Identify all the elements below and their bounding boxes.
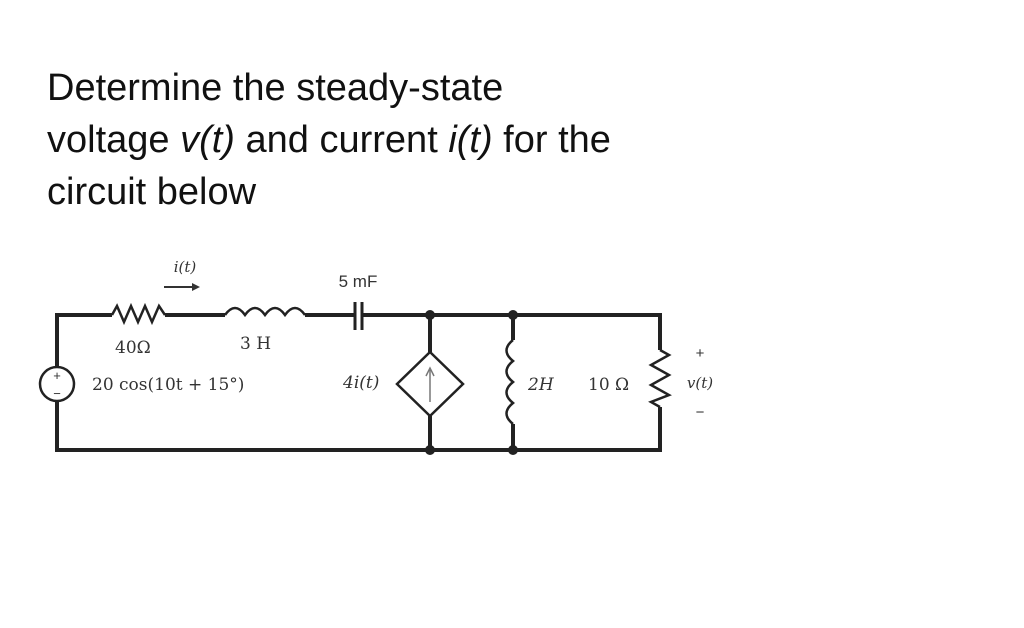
source-label: 20 cos(10t + 15°) (92, 375, 244, 395)
inductor-3h (223, 306, 307, 318)
source-minus: − (53, 386, 61, 401)
wires (55, 313, 662, 452)
voltage-source: + − (38, 365, 76, 403)
resistor-40-ohm (110, 302, 167, 326)
resistor-10-ohm (648, 348, 672, 409)
capacitor-5mf (353, 302, 364, 330)
inductor2-label: 2H (527, 375, 555, 395)
text: for the (492, 119, 611, 161)
v-plus: + (696, 345, 705, 362)
question-line-2: voltage v(t) and current i(t) for the (47, 114, 807, 166)
dependent-current-source (395, 350, 465, 418)
junction-dots (425, 310, 518, 455)
current-var: i(t) (448, 119, 493, 161)
resistor1-label: 40Ω (115, 338, 151, 358)
question-line-1: Determine the steady-state (47, 67, 504, 109)
source-plus: + (53, 368, 61, 383)
current-arrow-icon (164, 283, 200, 291)
v-minus: − (696, 404, 705, 421)
inductor1-label: 3 H (240, 334, 271, 354)
question-text: Determine the steady-state voltage v(t) … (47, 62, 807, 218)
inductor-2h (505, 339, 515, 425)
text: voltage (47, 119, 181, 161)
resistor2-label: 10 Ω (588, 375, 629, 395)
capacitor-label: 5 mF (339, 272, 378, 291)
voltage-var: v(t) (180, 119, 235, 161)
current-label: i(t) (174, 258, 197, 276)
v-label: v(t) (687, 374, 713, 392)
dependent-source-label: 4i(t) (342, 373, 379, 393)
arrow-up-icon (425, 366, 435, 377)
text: and current (234, 119, 449, 161)
question-line-3: circuit below (47, 171, 257, 213)
